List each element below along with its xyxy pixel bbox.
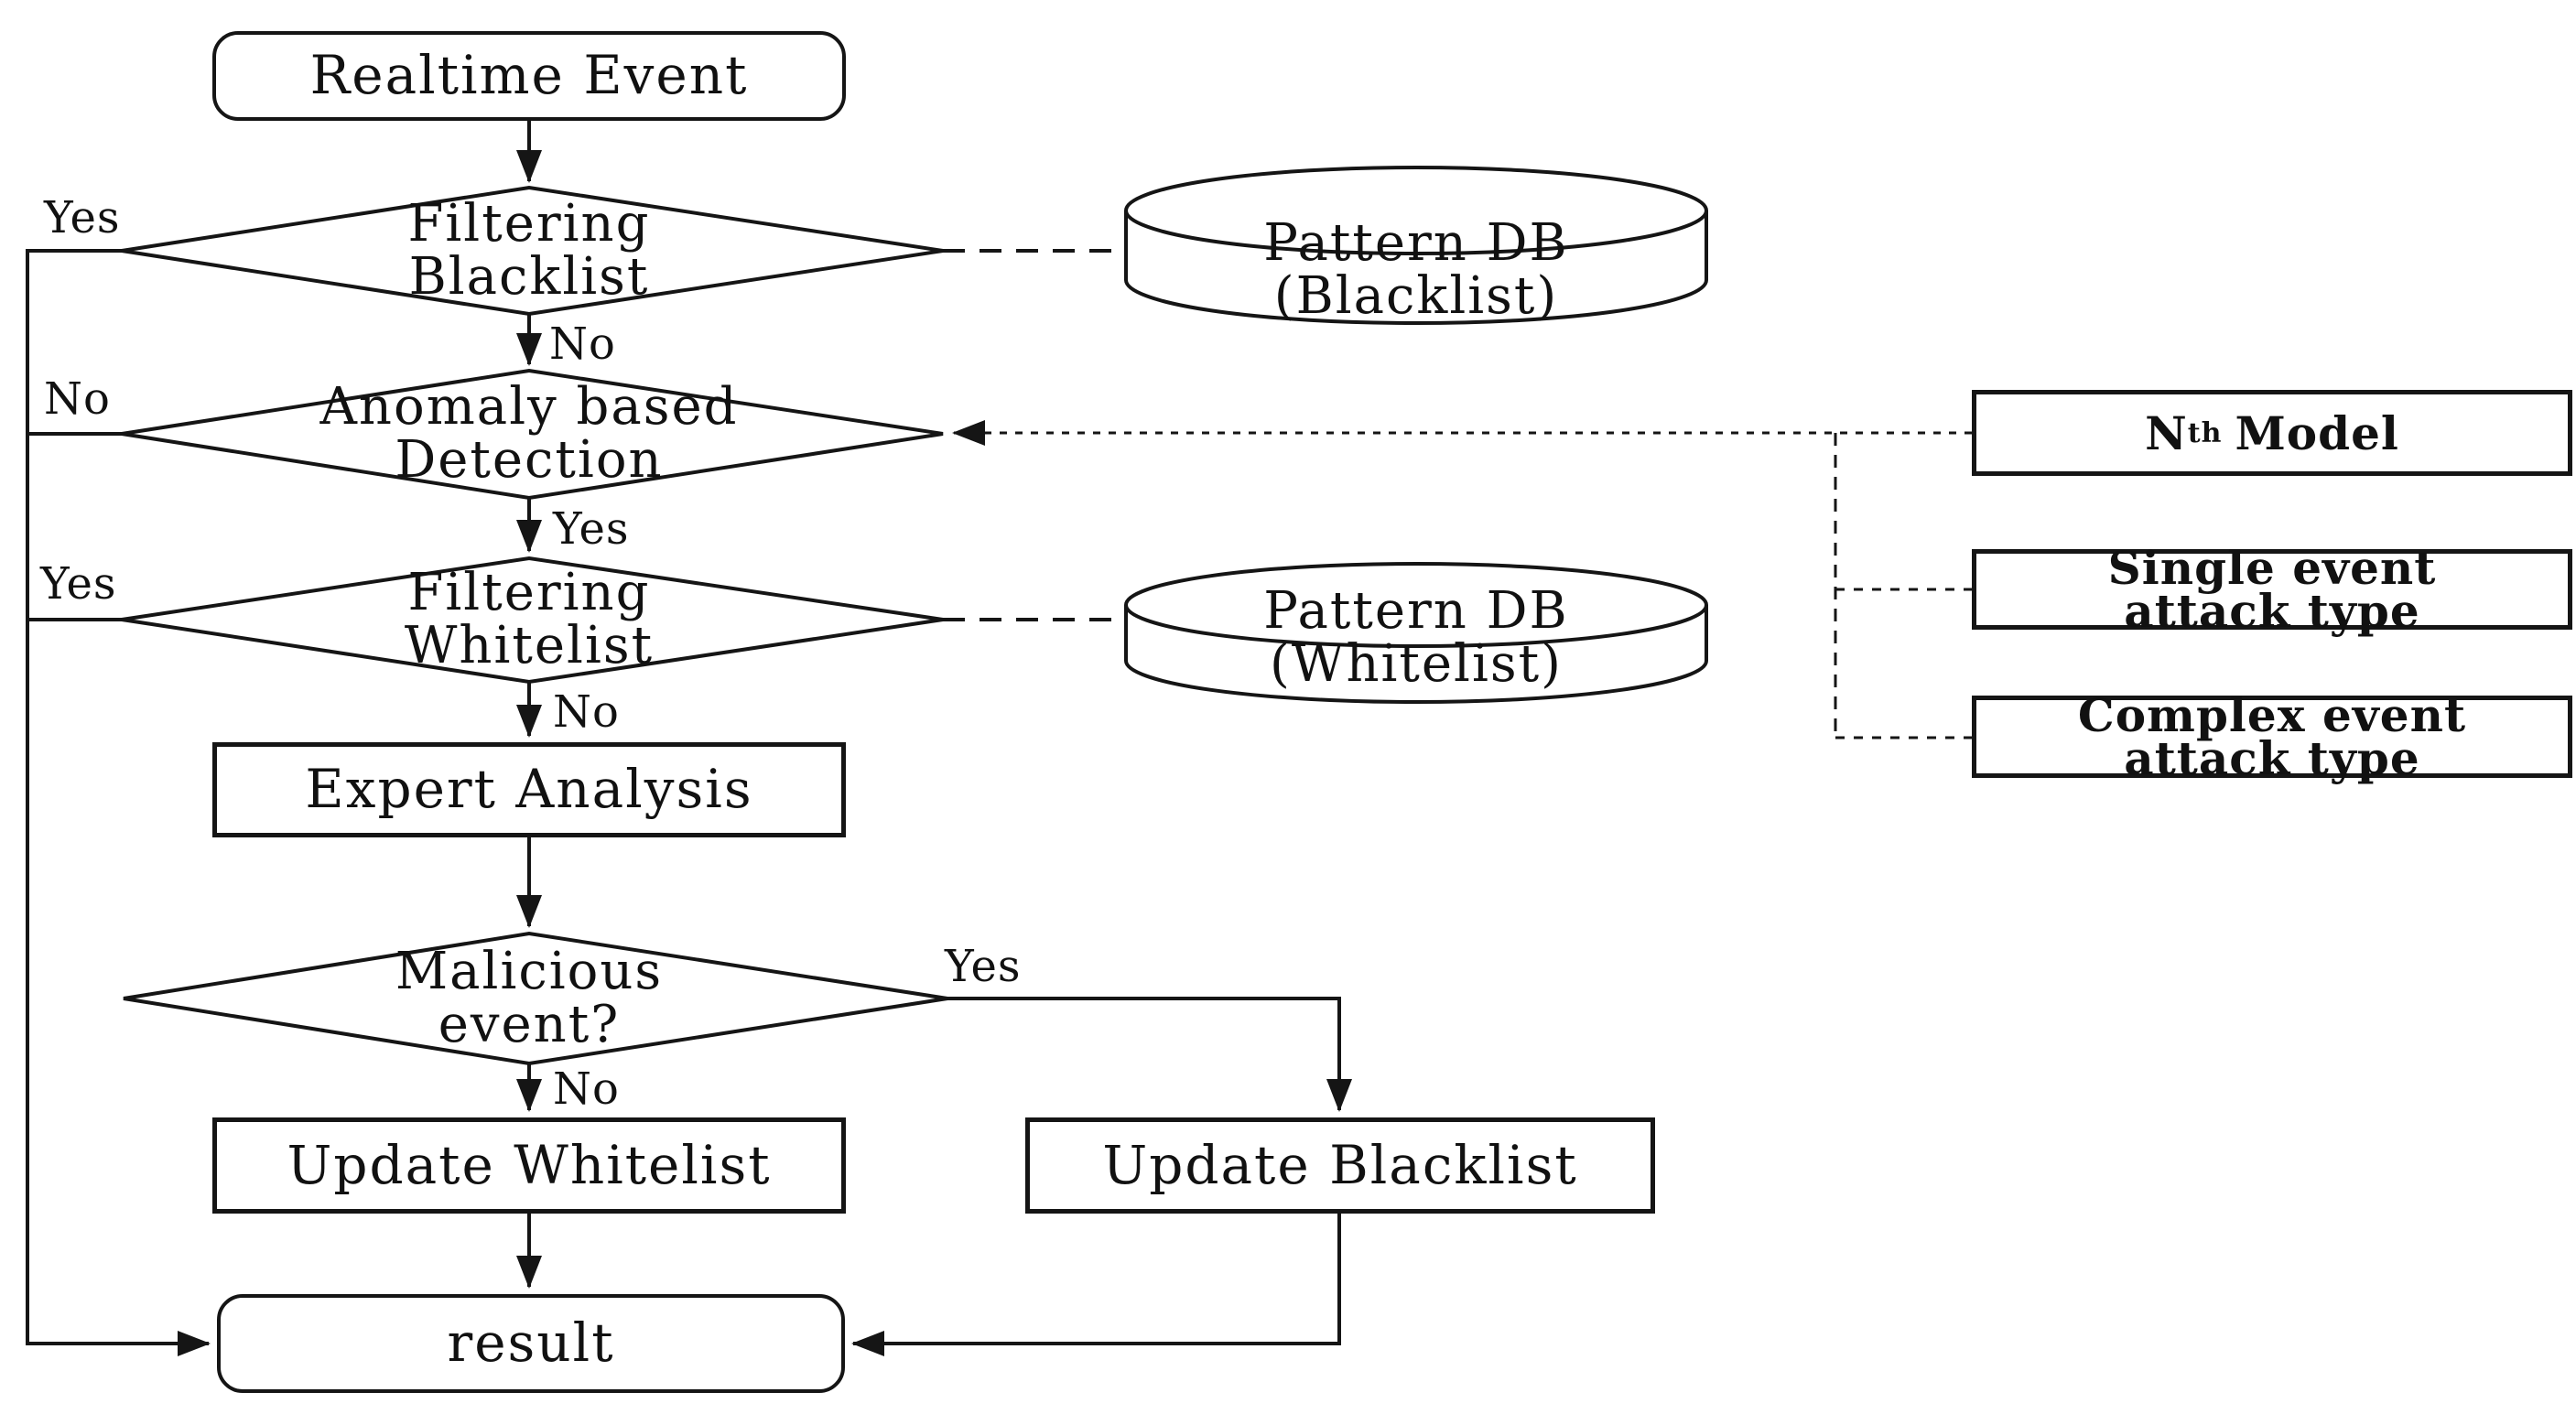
malicious-event-diamond [123, 931, 948, 1066]
single-event-attack-node: Single event attack type [1972, 541, 2572, 638]
pattern-db-whitelist-line1: Pattern DB [1263, 581, 1569, 641]
update-blacklist-label: Update Blacklist [1102, 1133, 1578, 1196]
malicious-event-text: Malicious event? [300, 942, 758, 1055]
complex-event-line1: Complex event [2077, 688, 2467, 742]
filtering-whitelist-line1: Filtering [407, 563, 651, 622]
pattern-db-whitelist-cylinder [1124, 562, 1708, 704]
nth-model-base: N [2145, 405, 2188, 460]
anomaly-detection-line2: Detection [395, 430, 664, 490]
anomaly-detection-text: Anomaly based Detection [275, 377, 784, 491]
expert-analysis-label: Expert Analysis [305, 758, 753, 821]
filtering-blacklist-line1: Filtering [407, 194, 651, 254]
label-anomaly-yes: Yes [553, 503, 630, 555]
label-whitelist-no: No [553, 686, 620, 738]
pattern-db-whitelist-line2: (Whitelist) [1270, 634, 1563, 694]
filtering-whitelist-line2: Whitelist [404, 616, 655, 675]
result-label: result [447, 1311, 615, 1375]
label-whitelist-yes: Yes [40, 558, 117, 610]
malicious-event-line2: event? [438, 995, 621, 1054]
edge-left-rail-to-result [26, 249, 211, 1356]
label-malicious-no: No [553, 1063, 620, 1115]
label-anomaly-no: No [44, 373, 111, 425]
complex-event-attack-node: Complex event attack type [1972, 688, 2572, 785]
nth-model-rest: Model [2235, 405, 2399, 460]
pattern-db-blacklist-text: Pattern DB (Blacklist) [1135, 213, 1697, 326]
edge-malicious-yes-right [947, 997, 1352, 1112]
label-blacklist-yes: Yes [44, 192, 121, 243]
update-blacklist-node: Update Blacklist [1025, 1117, 1655, 1214]
filtering-whitelist-diamond [121, 556, 944, 685]
update-whitelist-node: Update Whitelist [212, 1117, 846, 1214]
realtime-event-node: Realtime Event [212, 31, 846, 121]
anomaly-detection-diamond [121, 368, 944, 501]
edge-updateblacklist-to-result [851, 1214, 1341, 1356]
filtering-blacklist-line2: Blacklist [408, 247, 650, 307]
nth-model-superscript: th [2187, 416, 2223, 449]
realtime-event-label: Realtime Event [309, 44, 749, 107]
update-whitelist-label: Update Whitelist [287, 1133, 772, 1196]
pattern-db-blacklist-line1: Pattern DB [1263, 213, 1569, 273]
result-node: result [217, 1294, 845, 1393]
complex-event-line2: attack type [2124, 731, 2420, 785]
filtering-whitelist-text: Filtering Whitelist [300, 563, 758, 676]
label-blacklist-no: No [549, 318, 616, 370]
label-malicious-yes: Yes [945, 941, 1022, 992]
single-event-line1: Single event [2107, 541, 2437, 595]
expert-analysis-node: Expert Analysis [212, 742, 846, 837]
pattern-db-blacklist-line2: (Blacklist) [1273, 266, 1559, 326]
filtering-blacklist-text: Filtering Blacklist [300, 194, 758, 308]
pattern-db-blacklist-cylinder [1124, 166, 1708, 325]
single-event-line2: attack type [2124, 584, 2420, 638]
anomaly-detection-line1: Anomaly based [319, 377, 739, 437]
pattern-db-whitelist-text: Pattern DB (Whitelist) [1135, 581, 1697, 694]
malicious-event-line1: Malicious [395, 942, 664, 1001]
filtering-blacklist-diamond [121, 185, 944, 317]
